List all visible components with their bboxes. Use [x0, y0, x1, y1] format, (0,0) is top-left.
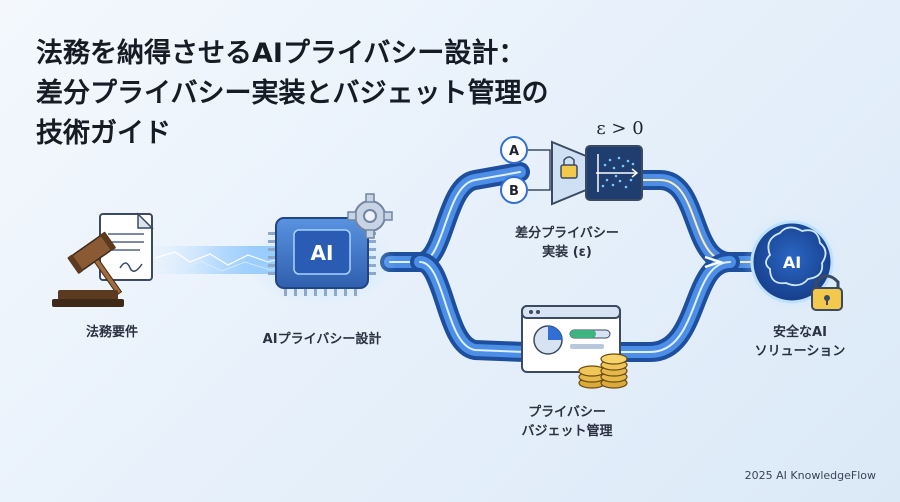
- differential-privacy-label: 差分プライバシー 実装 (ε): [515, 224, 619, 262]
- differential-privacy-icon: ε > 0: [551, 118, 644, 206]
- title-line-3: 技術ガイド: [36, 118, 171, 149]
- budget-label-line-2: バジェット管理: [521, 424, 613, 439]
- safe-ai-label-line-2: ソリューション: [754, 344, 846, 359]
- input-a-badge: A: [500, 136, 551, 172]
- title-line-2: 差分プライバシー実装とバジェット管理の: [36, 78, 549, 109]
- brain-label: AI: [783, 253, 801, 272]
- legal-requirements-text: 法務要件: [85, 325, 139, 340]
- flow-arrow: [704, 255, 724, 269]
- dp-label-line-1: 差分プライバシー: [515, 226, 619, 241]
- flow-pipes: [380, 162, 762, 362]
- privacy-budget-label: プライバシー バジェット管理: [521, 403, 612, 441]
- legal-icon: [52, 212, 154, 307]
- legal-requirements-label: 法務要件: [86, 323, 138, 342]
- input-b-letter: B: [509, 184, 519, 199]
- page-title: 法務を納得させるAIプライバシー設計： 差分プライバシー実装とバジェット管理の …: [36, 34, 636, 154]
- gear-icon: [347, 193, 393, 239]
- safe-ai-label-line-1: 安全なAI: [773, 325, 827, 340]
- lock-icon: [811, 274, 843, 311]
- ai-privacy-design-text: AIプライバシー設計: [262, 332, 382, 347]
- input-a-letter: A: [509, 144, 519, 159]
- dp-label-line-2: 実装 (ε): [542, 245, 592, 260]
- budget-label-line-1: プライバシー: [528, 405, 606, 420]
- epsilon-label: ε > 0: [596, 118, 643, 139]
- safe-ai-solution-label: 安全なAI ソリューション: [755, 323, 846, 361]
- input-b-badge: B: [500, 172, 551, 204]
- footer-credit: 2025 AI KnowledgeFlow: [744, 469, 876, 482]
- title-line-1: 法務を納得させるAIプライバシー設計：: [36, 38, 526, 69]
- ai-chip-icon: AI: [247, 217, 397, 307]
- coins-icon: [578, 353, 628, 389]
- budget-dashboard-icon: [521, 305, 621, 373]
- ai-privacy-design-label: AIプライバシー設計: [263, 330, 382, 349]
- chip-label: AI: [311, 241, 334, 265]
